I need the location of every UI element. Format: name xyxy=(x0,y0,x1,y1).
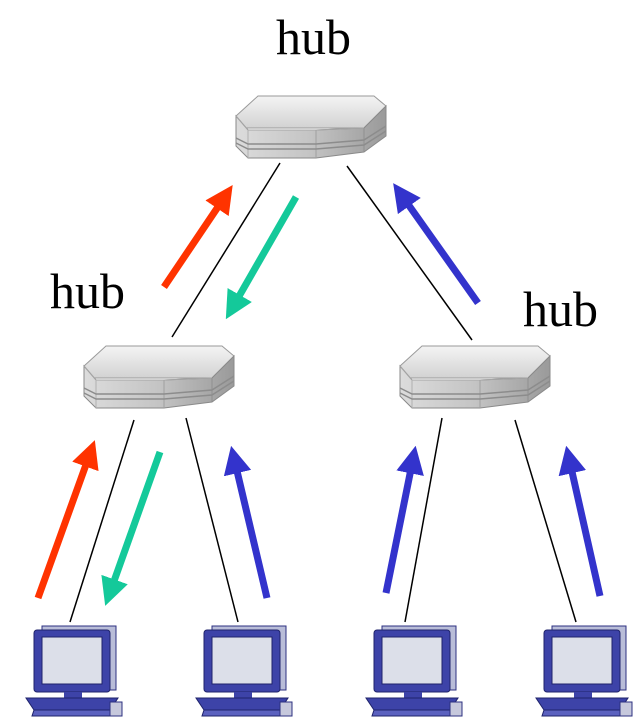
broadcast-arrow xyxy=(393,183,481,306)
downstream-arrow xyxy=(101,450,164,606)
computer-icon xyxy=(535,625,633,717)
hub-icon xyxy=(399,345,551,409)
hub-label-top: hub xyxy=(276,9,351,65)
hub-icon xyxy=(235,95,387,159)
upstream-arrow xyxy=(34,440,99,600)
broadcast-arrow xyxy=(382,445,424,594)
traffic-arrows xyxy=(34,183,604,606)
link-left-pc1 xyxy=(69,419,135,623)
computer-icon xyxy=(365,625,463,717)
computer-icon xyxy=(25,625,123,717)
link-top-left xyxy=(171,162,281,338)
hub-label-left: hub xyxy=(50,263,125,319)
downstream-arrow xyxy=(225,195,300,320)
broadcast-arrow xyxy=(558,445,604,597)
link-right-pc4 xyxy=(514,419,577,623)
computer-icon xyxy=(195,625,293,717)
broadcast-arrow xyxy=(223,445,271,599)
link-right-pc3 xyxy=(404,417,443,623)
links xyxy=(69,162,577,623)
link-left-pc2 xyxy=(185,417,239,623)
hub-icon xyxy=(83,345,235,409)
link-top-right xyxy=(346,165,473,341)
upstream-arrow xyxy=(161,185,233,289)
hub-label-right: hub xyxy=(523,281,598,337)
